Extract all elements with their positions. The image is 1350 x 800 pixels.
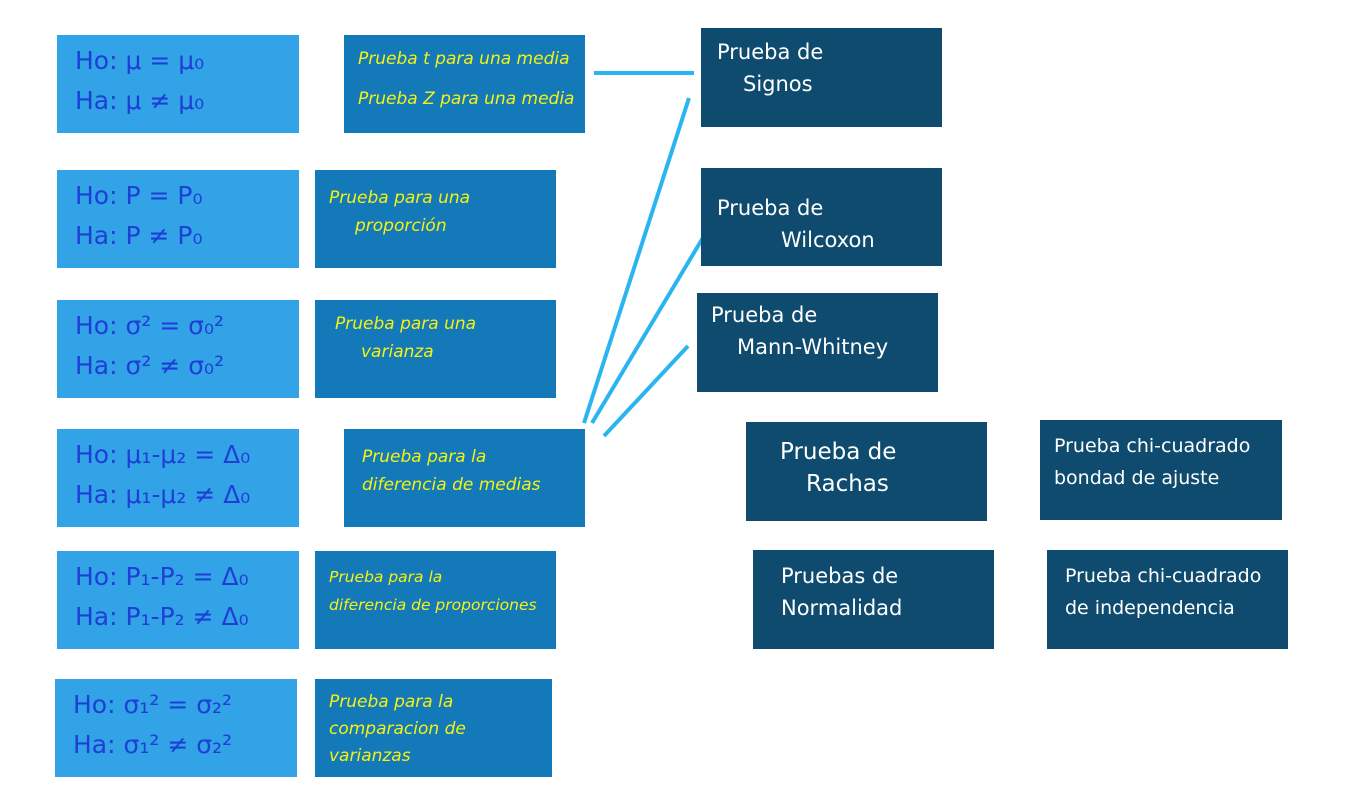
- np-box-normalidad: Pruebas de Normalidad: [753, 550, 994, 649]
- test-label-line3: varianzas: [329, 746, 411, 766]
- np-box-mann-whitney: Prueba de Mann-Whitney: [697, 293, 938, 392]
- test-label-line1: Prueba para una: [329, 188, 471, 208]
- test-label-line2: diferencia de medias: [362, 475, 541, 495]
- hypothesis-box-varianza: Ho: σ² = σ₀² Ha: σ² ≠ σ₀²: [57, 300, 299, 398]
- test-label-line2: proporción: [355, 216, 447, 236]
- test-box-diferencia-proporciones: Prueba para la diferencia de proporcione…: [315, 551, 556, 649]
- np-label-line2: Rachas: [806, 471, 889, 497]
- np-box-signos: Prueba de Signos: [701, 28, 942, 127]
- np-label-line1: Prueba de: [780, 439, 897, 465]
- connector-diferencia-wilcoxon: [590, 234, 706, 425]
- alt-hypothesis: Ha: P ≠ P₀: [75, 221, 203, 250]
- hypothesis-box-media: Ho: μ = μ₀ Ha: μ ≠ μ₀: [57, 35, 299, 133]
- test-box-media: Prueba t para una media Prueba Z para un…: [344, 35, 585, 133]
- np-label-line1: Prueba chi-cuadrado: [1065, 565, 1262, 587]
- alt-hypothesis: Ha: μ₁-μ₂ ≠ Δ₀: [75, 480, 251, 509]
- test-label-line1: Prueba para la: [329, 568, 443, 586]
- test-box-comparacion-varianzas: Prueba para la comparacion de varianzas: [315, 679, 552, 777]
- hypothesis-box-comparacion-varianzas: Ho: σ₁² = σ₂² Ha: σ₁² ≠ σ₂²: [55, 679, 297, 777]
- test-box-varianza: Prueba para una varianza: [315, 300, 556, 398]
- null-hypothesis: Ho: σ² = σ₀²: [75, 311, 225, 340]
- null-hypothesis: Ho: σ₁² = σ₂²: [73, 690, 233, 719]
- alt-hypothesis: Ha: P₁-P₂ ≠ Δ₀: [75, 602, 249, 631]
- null-hypothesis: Ho: μ₁-μ₂ = Δ₀: [75, 440, 251, 469]
- alt-hypothesis: Ha: σ² ≠ σ₀²: [75, 351, 225, 380]
- test-label-z: Prueba Z para una media: [358, 89, 575, 109]
- null-hypothesis: Ho: μ = μ₀: [75, 46, 205, 75]
- test-label-line1: Prueba para la: [362, 447, 487, 467]
- null-hypothesis: Ho: P = P₀: [75, 181, 203, 210]
- test-label-line1: Prueba para una: [335, 314, 477, 334]
- alt-hypothesis: Ha: σ₁² ≠ σ₂²: [73, 730, 233, 759]
- np-label-line2: Mann-Whitney: [737, 335, 889, 359]
- test-label-line2: comparacion de: [329, 719, 466, 739]
- hypothesis-box-proporcion: Ho: P = P₀ Ha: P ≠ P₀: [57, 170, 299, 268]
- np-label-line1: Prueba de: [717, 40, 824, 64]
- np-box-chi-independencia: Prueba chi-cuadrado de independencia: [1047, 550, 1288, 649]
- connector-diferencia-signos: [582, 97, 691, 424]
- test-label-line2: diferencia de proporciones: [329, 596, 537, 614]
- np-box-rachas: Prueba de Rachas: [746, 422, 987, 521]
- np-label-line2: Signos: [743, 72, 813, 96]
- np-label-line2: Wilcoxon: [781, 228, 875, 252]
- np-box-chi-ajuste: Prueba chi-cuadrado bondad de ajuste: [1040, 420, 1282, 520]
- np-label-line2: de independencia: [1065, 597, 1235, 619]
- connector-diferencia-mann-whitney: [602, 344, 690, 438]
- alt-hypothesis: Ha: μ ≠ μ₀: [75, 86, 205, 115]
- np-label-line2: Normalidad: [781, 596, 903, 620]
- null-hypothesis: Ho: P₁-P₂ = Δ₀: [75, 562, 249, 591]
- test-box-diferencia-medias: Prueba para la diferencia de medias: [344, 429, 585, 527]
- hypothesis-box-diferencia-proporciones: Ho: P₁-P₂ = Δ₀ Ha: P₁-P₂ ≠ Δ₀: [57, 551, 299, 649]
- np-label-line1: Pruebas de: [781, 564, 899, 588]
- test-label-line2: varianza: [361, 342, 434, 362]
- np-label-line1: Prueba chi-cuadrado: [1054, 435, 1251, 457]
- np-box-wilcoxon: Prueba de Wilcoxon: [701, 168, 942, 266]
- test-label-line1: Prueba para la: [329, 692, 454, 712]
- hypothesis-box-diferencia-medias: Ho: μ₁-μ₂ = Δ₀ Ha: μ₁-μ₂ ≠ Δ₀: [57, 429, 299, 527]
- np-label-line1: Prueba de: [717, 196, 824, 220]
- test-box-proporcion: Prueba para una proporción: [315, 170, 556, 268]
- np-label-line2: bondad de ajuste: [1054, 467, 1220, 489]
- np-label-line1: Prueba de: [711, 303, 818, 327]
- test-label-t: Prueba t para una media: [358, 49, 570, 69]
